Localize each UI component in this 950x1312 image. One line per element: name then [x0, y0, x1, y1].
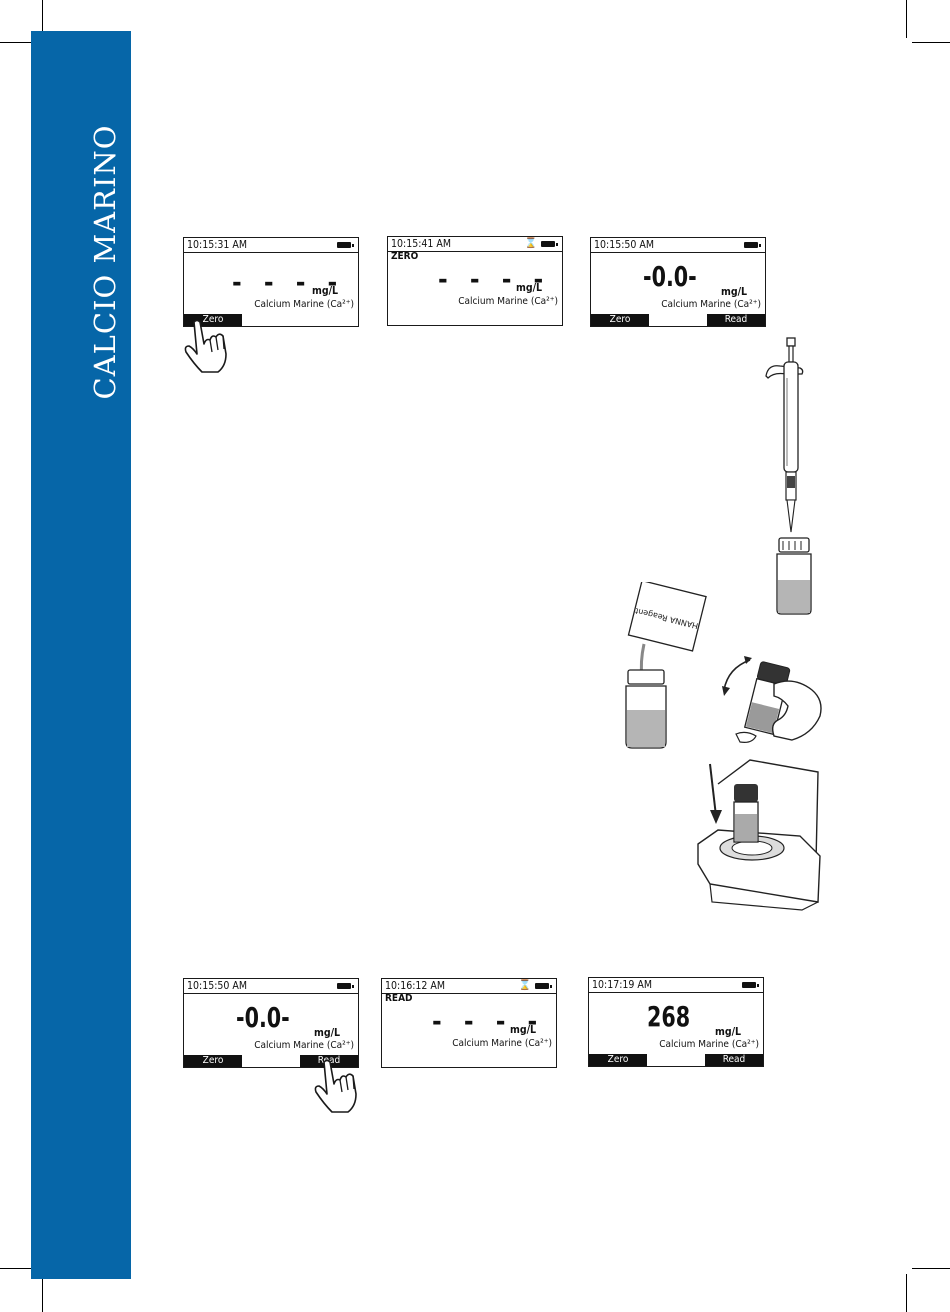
- insert-vial-illustration: [697, 759, 821, 911]
- meter-screen: 10:15:50 AM -0.0- mg/L Calcium Marine (C…: [183, 978, 359, 1068]
- battery-icon: [742, 982, 759, 988]
- crop-mark: [42, 1274, 43, 1312]
- parameter: Calcium Marine (Ca²⁺): [254, 299, 354, 310]
- meter-screen: 10:15:41 AM ⌛ ZERO - - - - mg/L Calcium …: [387, 236, 563, 326]
- parameter: Calcium Marine (Ca²⁺): [661, 299, 761, 310]
- clock: 10:15:31 AM: [187, 239, 248, 251]
- crop-mark: [912, 1268, 950, 1269]
- mode-label: ZERO: [391, 251, 419, 262]
- shake-vial-illustration: [722, 656, 822, 743]
- reading: -0.0-: [643, 260, 697, 293]
- unit: mg/L: [510, 1024, 537, 1036]
- parameter: Calcium Marine (Ca²⁺): [659, 1039, 759, 1050]
- zero-softkey[interactable]: Zero: [591, 314, 649, 326]
- reading: - - - -: [232, 268, 345, 298]
- crop-mark: [906, 0, 907, 38]
- sidebar-title: CALCIO MARINO: [88, 124, 122, 400]
- read-softkey[interactable]: Read: [707, 314, 765, 326]
- battery-icon: [535, 983, 552, 989]
- crop-mark: [906, 1274, 907, 1312]
- reading: - - - -: [432, 1007, 545, 1037]
- battery-icon: [337, 242, 354, 248]
- mode-label: READ: [385, 993, 413, 1004]
- unit: mg/L: [312, 285, 339, 297]
- meter-screen: 10:15:31 AM - - - - mg/L Calcium Marine …: [183, 237, 359, 327]
- unit: mg/L: [516, 282, 543, 294]
- clock: 10:16:12 AM: [385, 980, 446, 992]
- reading: - - - -: [438, 265, 551, 295]
- parameter: Calcium Marine (Ca²⁺): [254, 1040, 354, 1051]
- clock: 10:15:50 AM: [187, 980, 248, 992]
- unit: mg/L: [715, 1026, 742, 1038]
- meter-screen: 10:15:50 AM -0.0- mg/L Calcium Marine (C…: [590, 237, 766, 327]
- clock: 10:15:41 AM: [391, 238, 452, 250]
- unit: mg/L: [721, 286, 748, 298]
- parameter: Calcium Marine (Ca²⁺): [458, 296, 558, 307]
- pointing-hand-icon: [184, 319, 227, 373]
- hourglass-icon: ⌛: [518, 980, 531, 991]
- clock: 10:17:19 AM: [592, 979, 653, 991]
- reading: 268: [647, 1000, 691, 1033]
- parameter: Calcium Marine (Ca²⁺): [452, 1038, 552, 1049]
- pointing-hand-icon: [314, 1059, 357, 1113]
- battery-icon: [541, 241, 558, 247]
- sidebar: [31, 31, 131, 1279]
- crop-mark: [0, 1268, 38, 1269]
- reading: -0.0-: [236, 1001, 290, 1034]
- meter-screen: 10:16:12 AM ⌛ READ - - - - mg/L Calcium …: [381, 978, 557, 1068]
- battery-icon: [337, 983, 354, 989]
- vial-illustration: [776, 537, 812, 615]
- zero-softkey[interactable]: Zero: [184, 1055, 242, 1067]
- meter-screen: 10:17:19 AM 268 mg/L Calcium Marine (Ca²…: [588, 977, 764, 1067]
- pipette-illustration: [765, 337, 804, 533]
- unit: mg/L: [314, 1027, 341, 1039]
- read-softkey[interactable]: Read: [705, 1054, 763, 1066]
- zero-softkey[interactable]: Zero: [589, 1054, 647, 1066]
- crop-mark: [0, 42, 38, 43]
- reagent-packet-illustration: HANNA Reagent: [625, 582, 707, 749]
- crop-mark: [42, 0, 43, 38]
- clock: 10:15:50 AM: [594, 239, 655, 251]
- battery-icon: [744, 242, 761, 248]
- crop-mark: [912, 42, 950, 43]
- hourglass-icon: ⌛: [524, 238, 537, 249]
